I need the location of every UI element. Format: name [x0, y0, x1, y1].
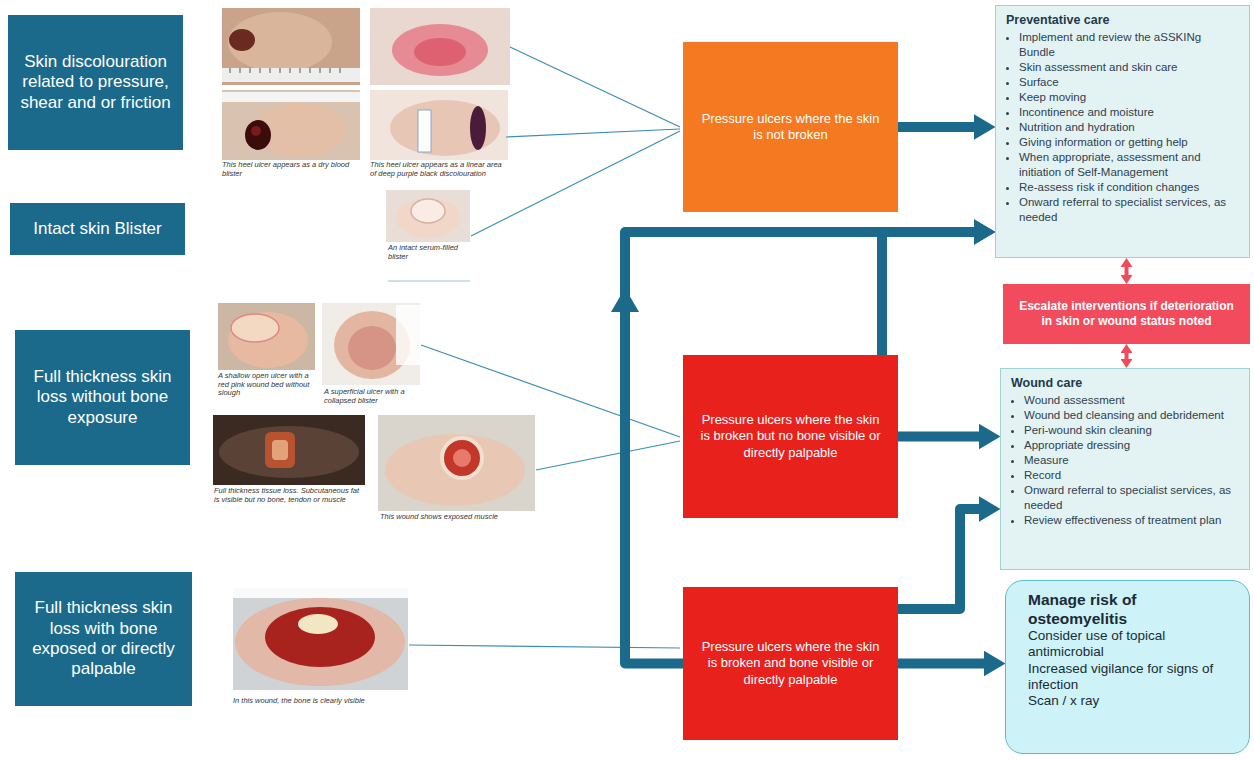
category-label: Skin discolouration related to pressure,… — [8, 15, 183, 150]
bullet-item: Onward referral to specialist services, … — [1024, 483, 1239, 513]
bullet-item: Nutrition and hydration — [1019, 120, 1239, 135]
wound-photo — [378, 415, 535, 511]
wound-photo — [222, 8, 360, 85]
bullet-item: Record — [1024, 468, 1239, 483]
wound-photo — [218, 303, 315, 370]
panel-text: Increased vigilance for signs of infecti… — [1028, 661, 1235, 693]
node-text: Intact skin Blister — [18, 219, 177, 239]
node-text: Skin discolouration related to pressure,… — [16, 52, 175, 113]
photo-caption: A shallow open ulcer with a red pink wou… — [218, 372, 318, 398]
flow-arrow — [898, 122, 974, 132]
photo-caption: Full thickness tissue loss. Subcutaneous… — [214, 487, 364, 504]
flow-arrow — [882, 232, 974, 355]
osteomyelitis-box: Manage risk of osteomyelitisConsider use… — [1005, 580, 1250, 754]
photo-caption: This wound shows exposed muscle — [380, 513, 530, 522]
bullet-item: Appropriate dressing — [1024, 438, 1239, 453]
bullet-item: Peri-wound skin cleaning — [1024, 423, 1239, 438]
photo-caption: In this wound, the bone is clearly visib… — [233, 697, 423, 706]
bullet-item: Skin assessment and skin care — [1019, 60, 1239, 75]
bullet-item: Onward referral to specialist services, … — [1019, 195, 1239, 225]
bullet-item: When appropriate, assessment and initiat… — [1019, 150, 1239, 180]
node-text: Pressure ulcers where the skin is broken… — [697, 412, 884, 461]
care-panel: Wound careWound assessmentWound bed clea… — [1000, 368, 1250, 570]
flow-arrow — [898, 659, 984, 669]
photo-caption: A superficial ulcer with a collapsed bli… — [324, 388, 419, 405]
leader-line — [409, 47, 680, 648]
bullet-list: Implement and review the aSSKINg BundleS… — [1006, 30, 1239, 224]
bullet-item: Surface — [1019, 75, 1239, 90]
bullet-item: Wound assessment — [1024, 393, 1239, 408]
bullet-item: Giving information or getting help — [1019, 135, 1239, 150]
wound-photo — [386, 190, 470, 281]
category-label: Intact skin Blister — [10, 203, 185, 255]
panel-text: Consider use of topical antimicrobial — [1028, 628, 1235, 660]
wound-photo — [222, 90, 360, 160]
photo-caption: This heel ulcer appears as a dry blood b… — [222, 161, 357, 178]
ulcer-category-box: Pressure ulcers where the skin is not br… — [683, 42, 898, 212]
bullet-item: Incontinence and moisture — [1019, 105, 1239, 120]
bullet-item: Wound bed cleansing and debridement — [1024, 408, 1239, 423]
panel-heading: Preventative care — [1006, 12, 1239, 28]
flow-arrow — [898, 509, 979, 609]
category-label: Full thickness skin loss with bone expos… — [15, 572, 192, 706]
node-text: Pressure ulcers where the skin is not br… — [697, 111, 884, 144]
ulcer-category-box: Pressure ulcers where the skin is broken… — [683, 587, 898, 740]
wound-photo — [213, 415, 365, 485]
bullet-item: Review effectiveness of treatment plan — [1024, 513, 1239, 528]
category-label: Full thickness skin loss without bone ex… — [15, 330, 190, 465]
bullet-item: Measure — [1024, 453, 1239, 468]
wound-photo — [233, 588, 408, 690]
wound-photo — [370, 90, 508, 160]
ulcer-category-box: Pressure ulcers where the skin is broken… — [683, 355, 898, 518]
flow-arrow — [1125, 267, 1129, 276]
care-panel: Preventative careImplement and review th… — [995, 5, 1250, 258]
bullet-item: Re-assess risk if condition changes — [1019, 180, 1239, 195]
bullet-item: Keep moving — [1019, 90, 1239, 105]
photo-caption: An intact serum-filled blister — [388, 244, 470, 261]
node-text: Escalate interventions if deterioration … — [1013, 299, 1240, 329]
panel-text: Scan / x ray — [1028, 693, 1235, 709]
node-text: Full thickness skin loss with bone expos… — [23, 598, 184, 680]
panel-heading: Manage risk of osteomyelitis — [1028, 591, 1235, 628]
escalation-box: Escalate interventions if deterioration … — [1003, 284, 1250, 344]
photo-caption: This heel ulcer appears as a linear area… — [370, 161, 510, 178]
bullet-item: Implement and review the aSSKINg Bundle — [1019, 30, 1239, 60]
panel-heading: Wound care — [1011, 375, 1239, 391]
wound-photo — [322, 303, 420, 385]
flow-arrow — [898, 432, 979, 442]
node-text: Pressure ulcers where the skin is broken… — [697, 639, 884, 688]
wound-photo — [370, 8, 510, 85]
flow-arrow — [1125, 353, 1129, 360]
node-text: Full thickness skin loss without bone ex… — [23, 367, 182, 428]
bullet-list: Wound assessmentWound bed cleansing and … — [1011, 393, 1239, 527]
